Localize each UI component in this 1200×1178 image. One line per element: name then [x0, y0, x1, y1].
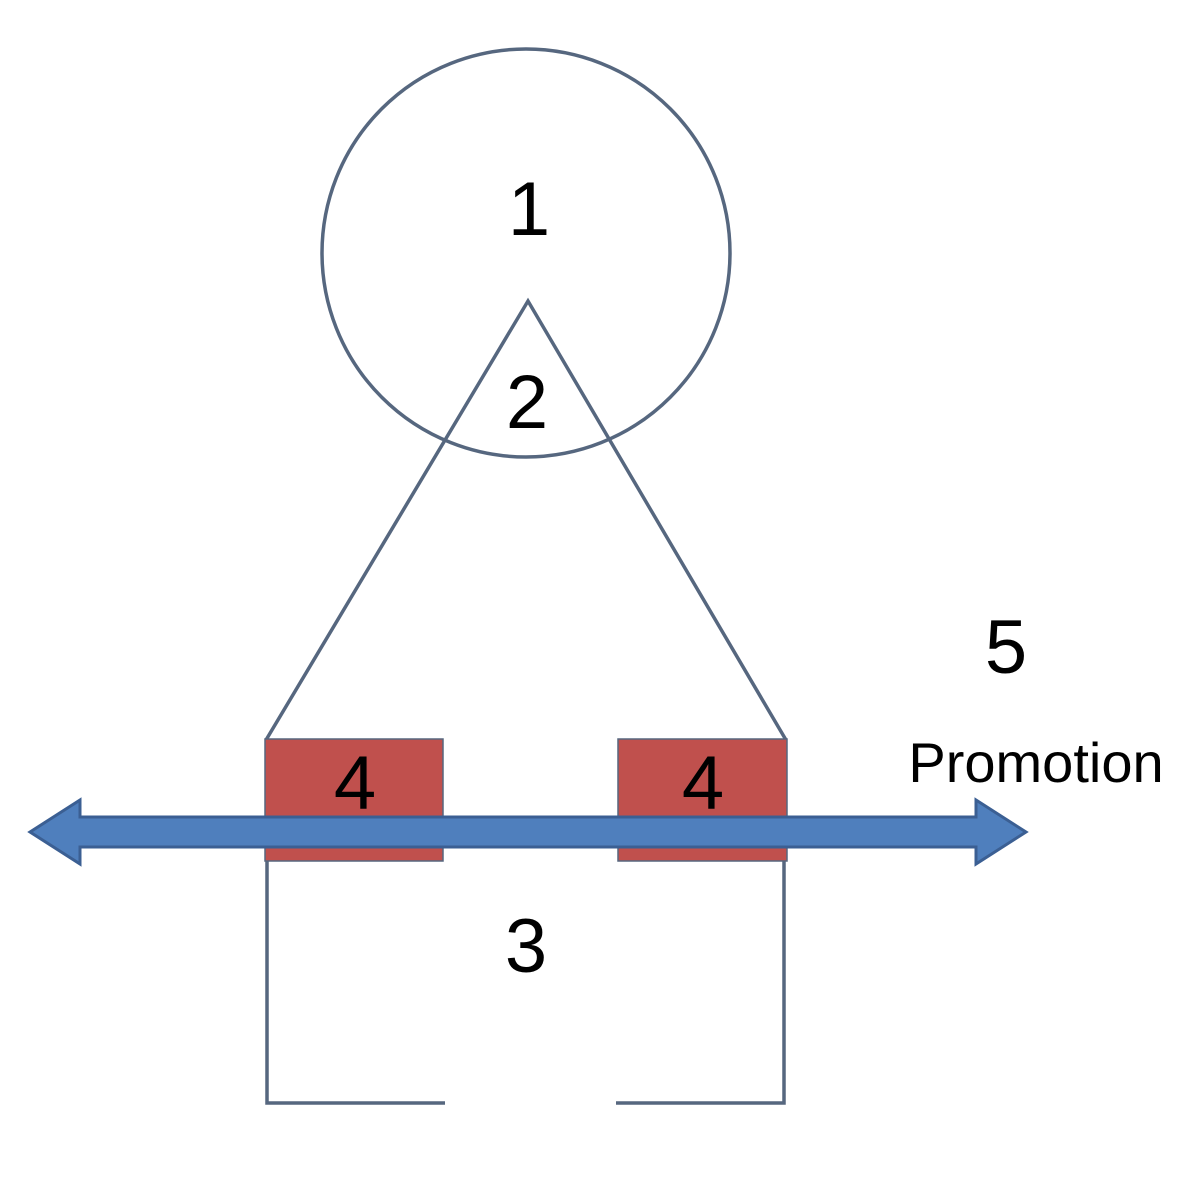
bracket-label: 3: [505, 904, 547, 989]
arrow-word-label: Promotion: [908, 731, 1163, 794]
block-left-label: 4: [334, 741, 376, 826]
bracket-right-arm: [616, 860, 786, 1105]
triangle-shape: [264, 297, 788, 741]
triangle-label: 2: [506, 360, 548, 445]
arrow-number-label: 5: [985, 605, 1027, 690]
double-arrow-icon: [27, 797, 1029, 867]
block-right-label: 4: [682, 741, 724, 826]
circle-label: 1: [508, 167, 550, 252]
circle-shape: [320, 47, 732, 459]
bracket-left-arm: [265, 860, 445, 1105]
